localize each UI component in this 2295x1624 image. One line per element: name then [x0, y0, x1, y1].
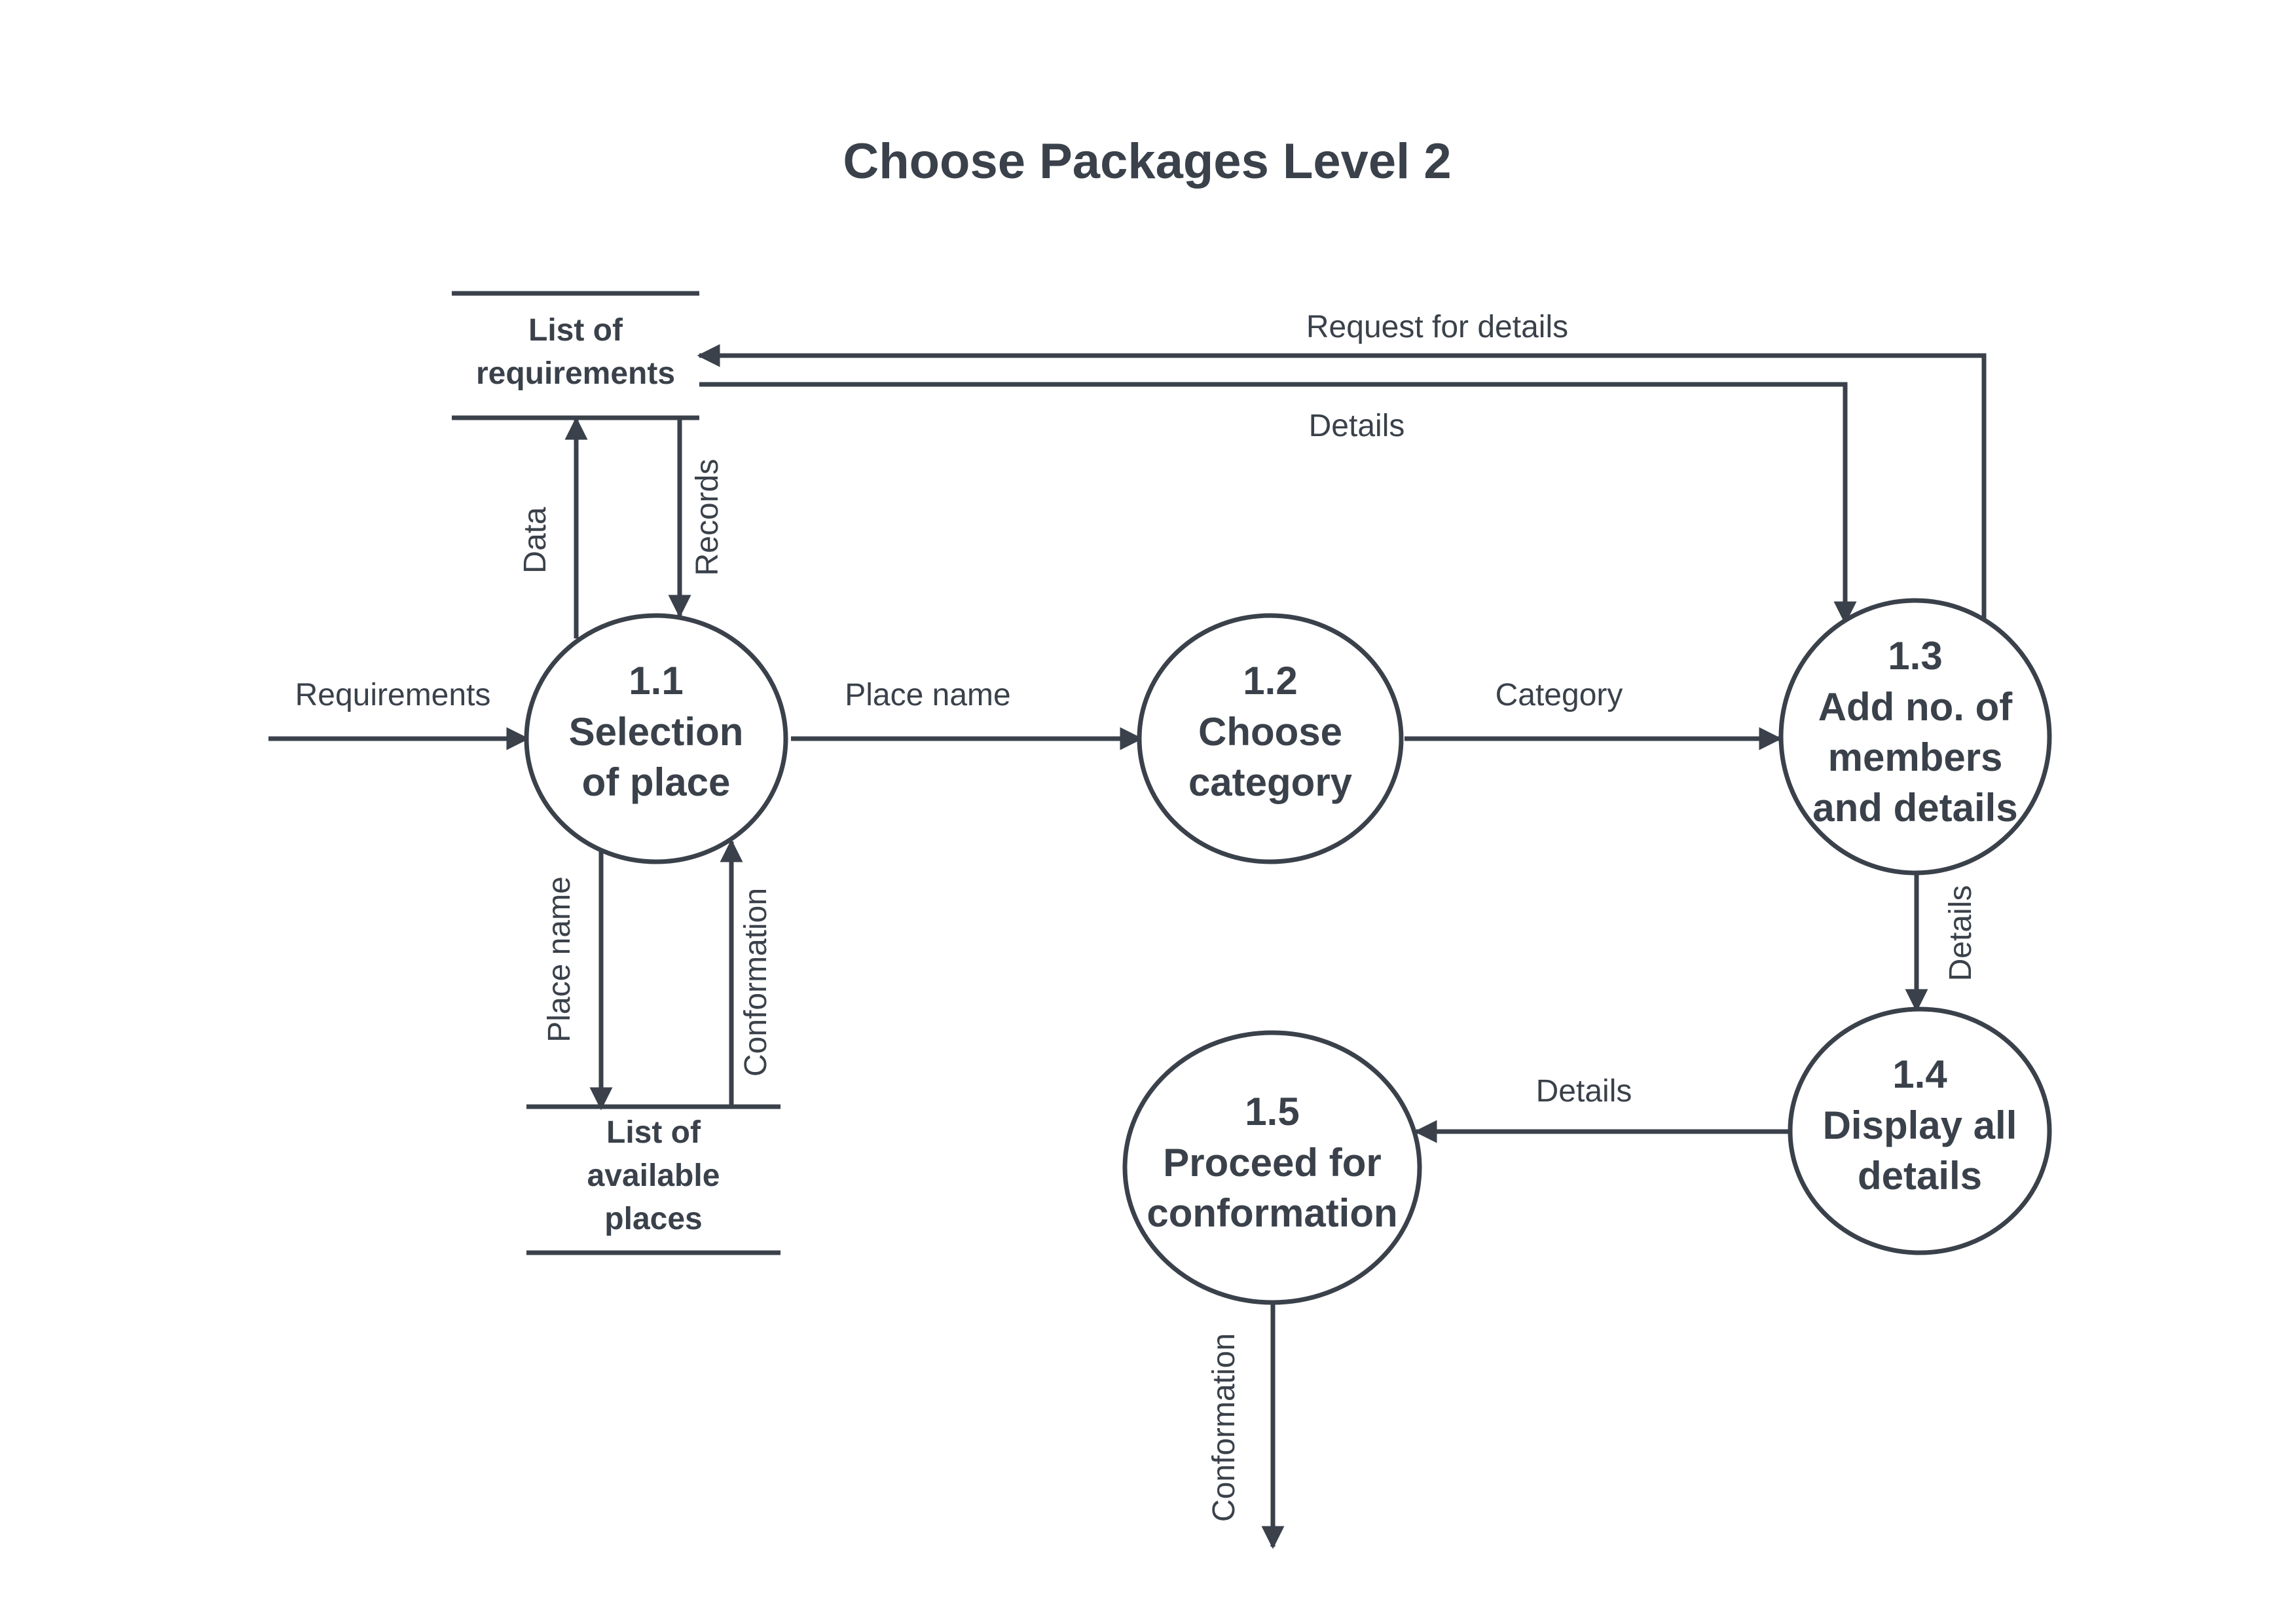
store-requirements-line1: List of [528, 313, 623, 348]
process-1-2-line1: Choose [1198, 710, 1342, 754]
label-records: Records [690, 459, 725, 576]
process-1-1-id: 1.1 [629, 659, 683, 703]
process-1-4: 1.4 Display all details [1788, 1006, 2052, 1255]
flow-details-top-arrow [699, 382, 1857, 625]
label-category: Category [1496, 678, 1623, 712]
label-requirements: Requirements [295, 678, 491, 712]
process-1-4-id: 1.4 [1892, 1052, 1947, 1096]
diagram-title: Choose Packages Level 2 [843, 134, 1451, 189]
process-1-1-line1: Selection [569, 710, 744, 754]
store-places-line2: available [587, 1158, 720, 1193]
label-request-for-details: Request for details [1306, 310, 1568, 344]
label-data: Data [518, 507, 553, 574]
process-1-5: 1.5 Proceed for conformation [1122, 1030, 1422, 1305]
process-1-3-line2: members [1828, 735, 2003, 779]
process-1-5-line1: Proceed for [1163, 1141, 1381, 1185]
process-1-2-line2: category [1188, 760, 1353, 804]
store-places-line1: List of [606, 1115, 701, 1150]
data-store-available-places: List of available places [526, 1104, 780, 1255]
label-place-name-down: Place name [542, 876, 577, 1042]
flow-request-for-details-arrow [697, 344, 1987, 619]
process-1-1-line2: of place [582, 760, 731, 804]
label-conformation-out: Conformation [1207, 1333, 1241, 1522]
process-1-4-line2: details [1858, 1154, 1982, 1198]
label-place-name: Place name [845, 678, 1010, 712]
process-1-2: 1.2 Choose category [1137, 613, 1404, 864]
label-conformation-up: Conformation [739, 888, 773, 1077]
process-1-5-id: 1.5 [1245, 1090, 1299, 1134]
process-1-3-id: 1.3 [1888, 634, 1942, 678]
store-places-line3: places [604, 1202, 702, 1236]
data-store-requirements: List of requirements [452, 291, 699, 420]
process-1-3-line1: Add no. of [1818, 685, 2013, 729]
store-requirements-line2: requirements [476, 356, 675, 391]
label-details-top: Details [1309, 409, 1405, 443]
process-1-3: 1.3 Add no. of members and details [1778, 598, 2052, 876]
process-1-3-line3: and details [1812, 786, 2017, 830]
process-1-1: 1.1 Selection of place [524, 613, 788, 864]
label-details-left: Details [1536, 1074, 1632, 1109]
process-1-5-line2: conformation [1147, 1191, 1397, 1235]
process-1-2-id: 1.2 [1243, 659, 1297, 703]
process-1-4-line1: Display all [1823, 1103, 2017, 1147]
label-details-down: Details [1943, 885, 1978, 982]
